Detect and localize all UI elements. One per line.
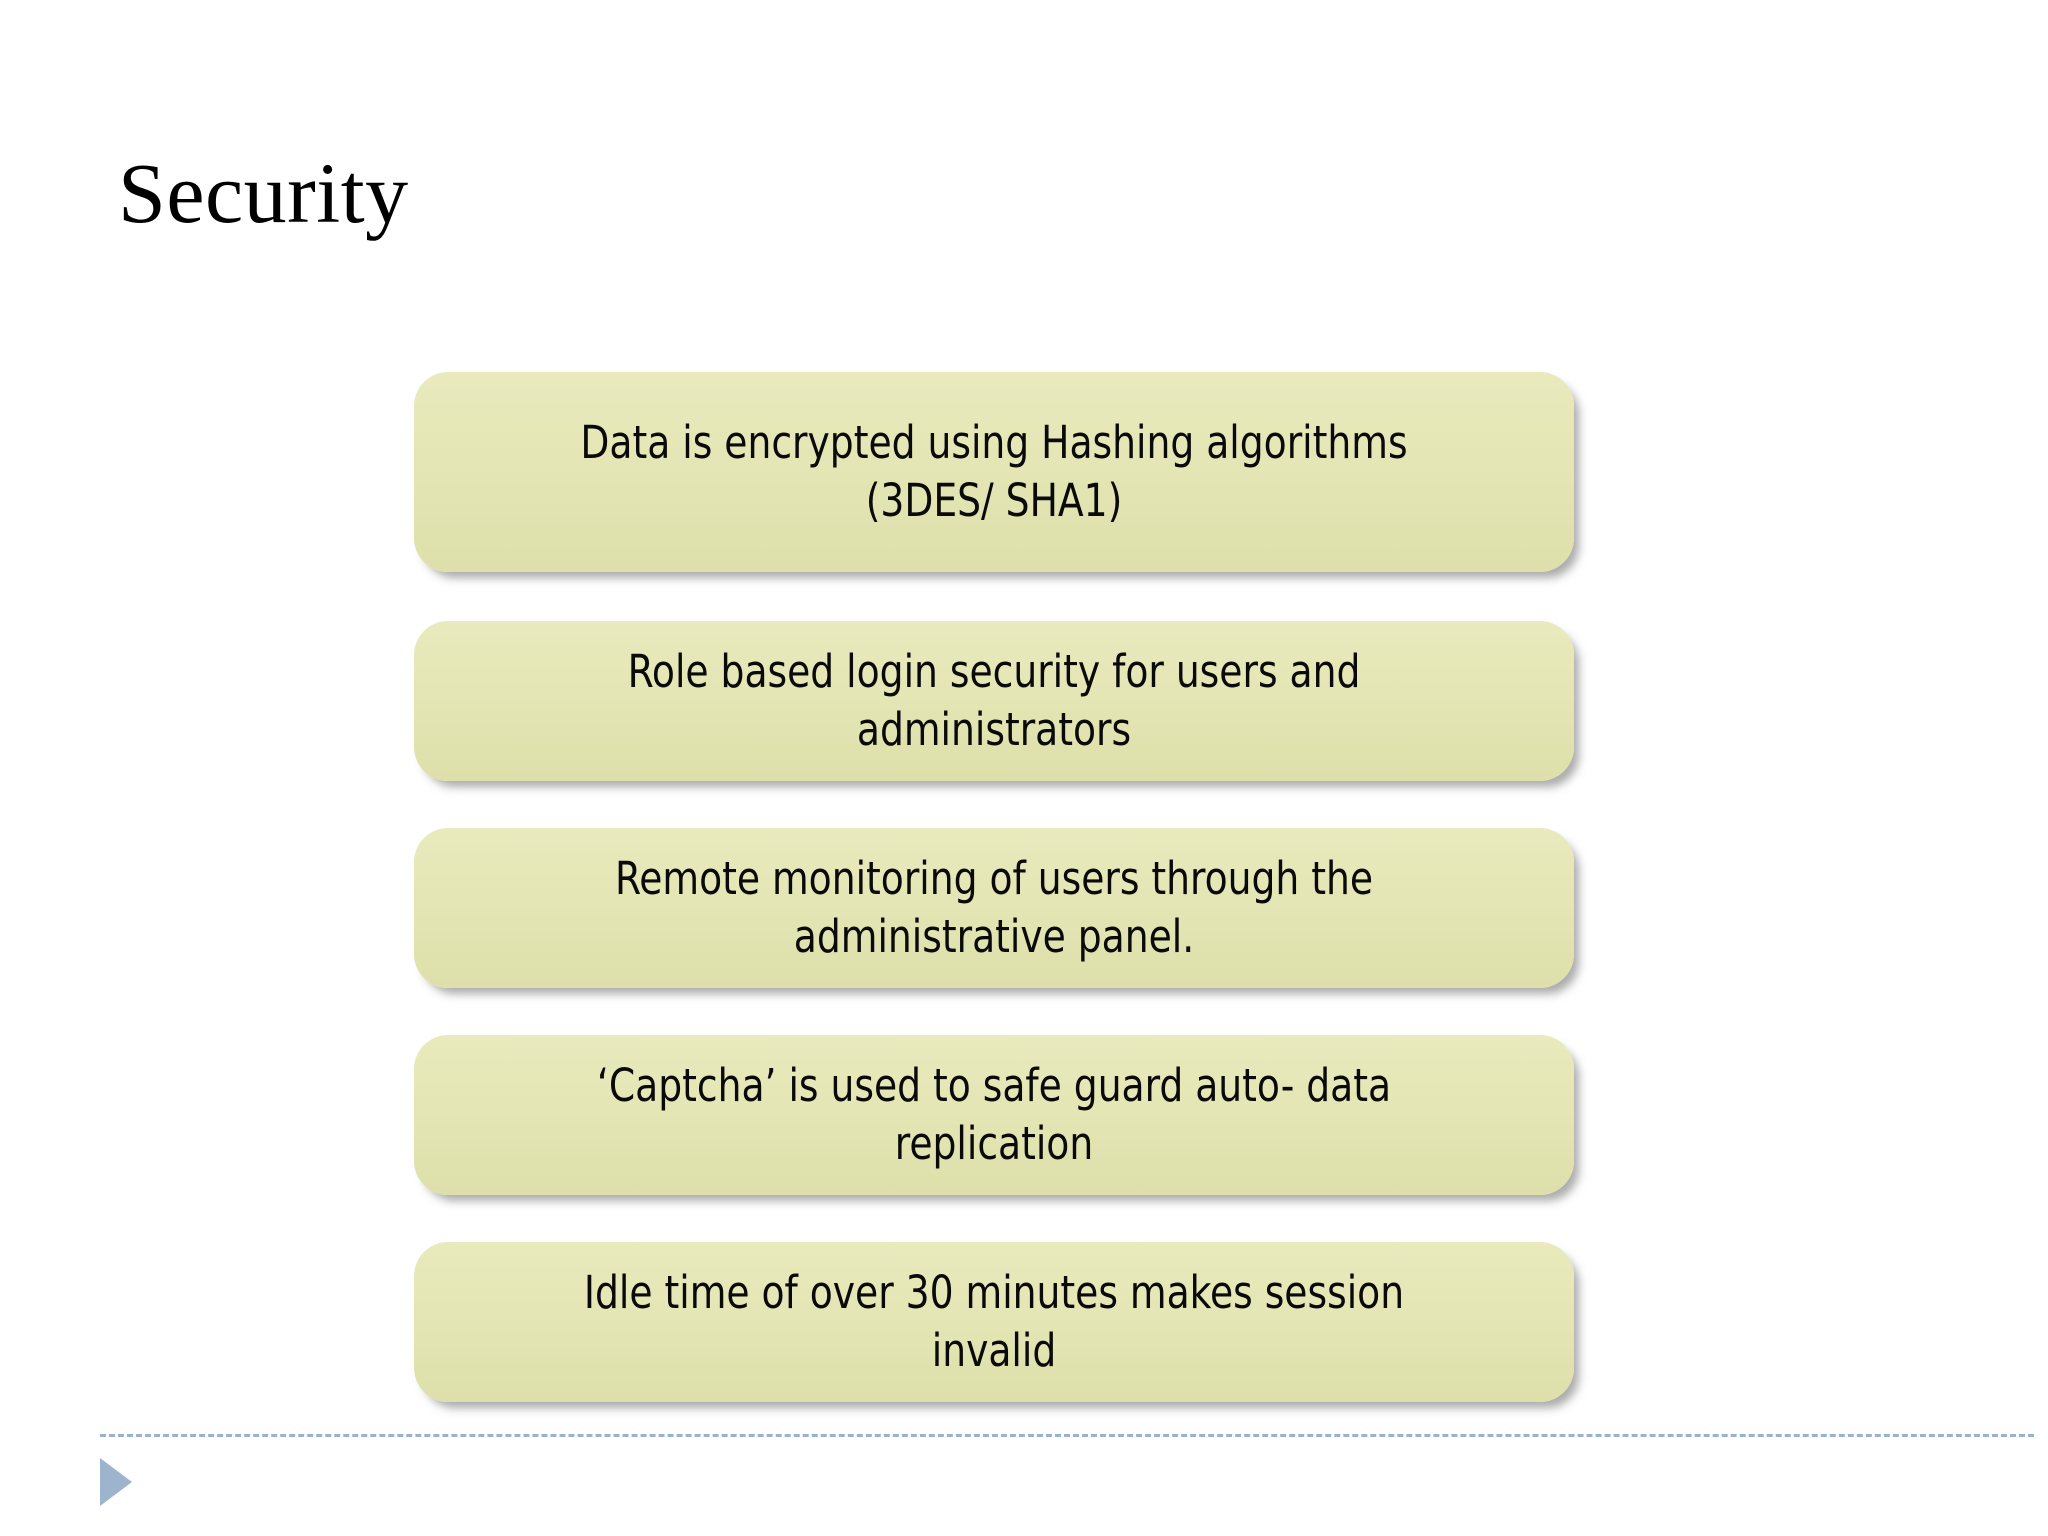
- callout-box-2[interactable]: Role based login security for users and …: [414, 621, 1574, 781]
- callout-box-3[interactable]: Remote monitoring of users through the a…: [414, 828, 1574, 988]
- callout-box-1-line1: Data is encrypted using Hashing algorith…: [580, 415, 1408, 469]
- callout-box-4-text: ‘Captcha’ is used to safe guard auto- da…: [492, 1057, 1496, 1174]
- callout-box-5[interactable]: Idle time of over 30 minutes makes sessi…: [414, 1242, 1574, 1402]
- callout-box-3-text: Remote monitoring of users through the a…: [492, 850, 1496, 967]
- callout-box-2-text: Role based login security for users and …: [492, 643, 1496, 760]
- callout-list: Data is encrypted using Hashing algorith…: [414, 372, 1574, 1402]
- callout-box-5-line2: invalid: [931, 1324, 1057, 1377]
- callout-box-3-line2: administrative panel.: [793, 910, 1195, 963]
- callout-box-5-text: Idle time of over 30 minutes makes sessi…: [492, 1264, 1496, 1381]
- callout-box-2-line1: Role based login security for users and: [627, 644, 1361, 698]
- callout-box-1[interactable]: Data is encrypted using Hashing algorith…: [414, 372, 1574, 572]
- callout-box-5-line1: Idle time of over 30 minutes makes sessi…: [583, 1265, 1405, 1319]
- footer-divider: [100, 1434, 2034, 1437]
- callout-box-4-line1: ‘Captcha’ is used to safe guard auto- da…: [596, 1058, 1392, 1112]
- play-triangle-icon: [100, 1458, 132, 1506]
- callout-box-1-line2: (3DES/ SHA1): [865, 474, 1123, 527]
- page-title: Security: [118, 145, 409, 241]
- callout-box-1-text: Data is encrypted using Hashing algorith…: [492, 414, 1496, 531]
- callout-box-4-line2: replication: [894, 1117, 1094, 1170]
- callout-box-2-line2: administrators: [856, 703, 1132, 756]
- callout-box-4[interactable]: ‘Captcha’ is used to safe guard auto- da…: [414, 1035, 1574, 1195]
- callout-box-3-line1: Remote monitoring of users through the: [614, 851, 1374, 905]
